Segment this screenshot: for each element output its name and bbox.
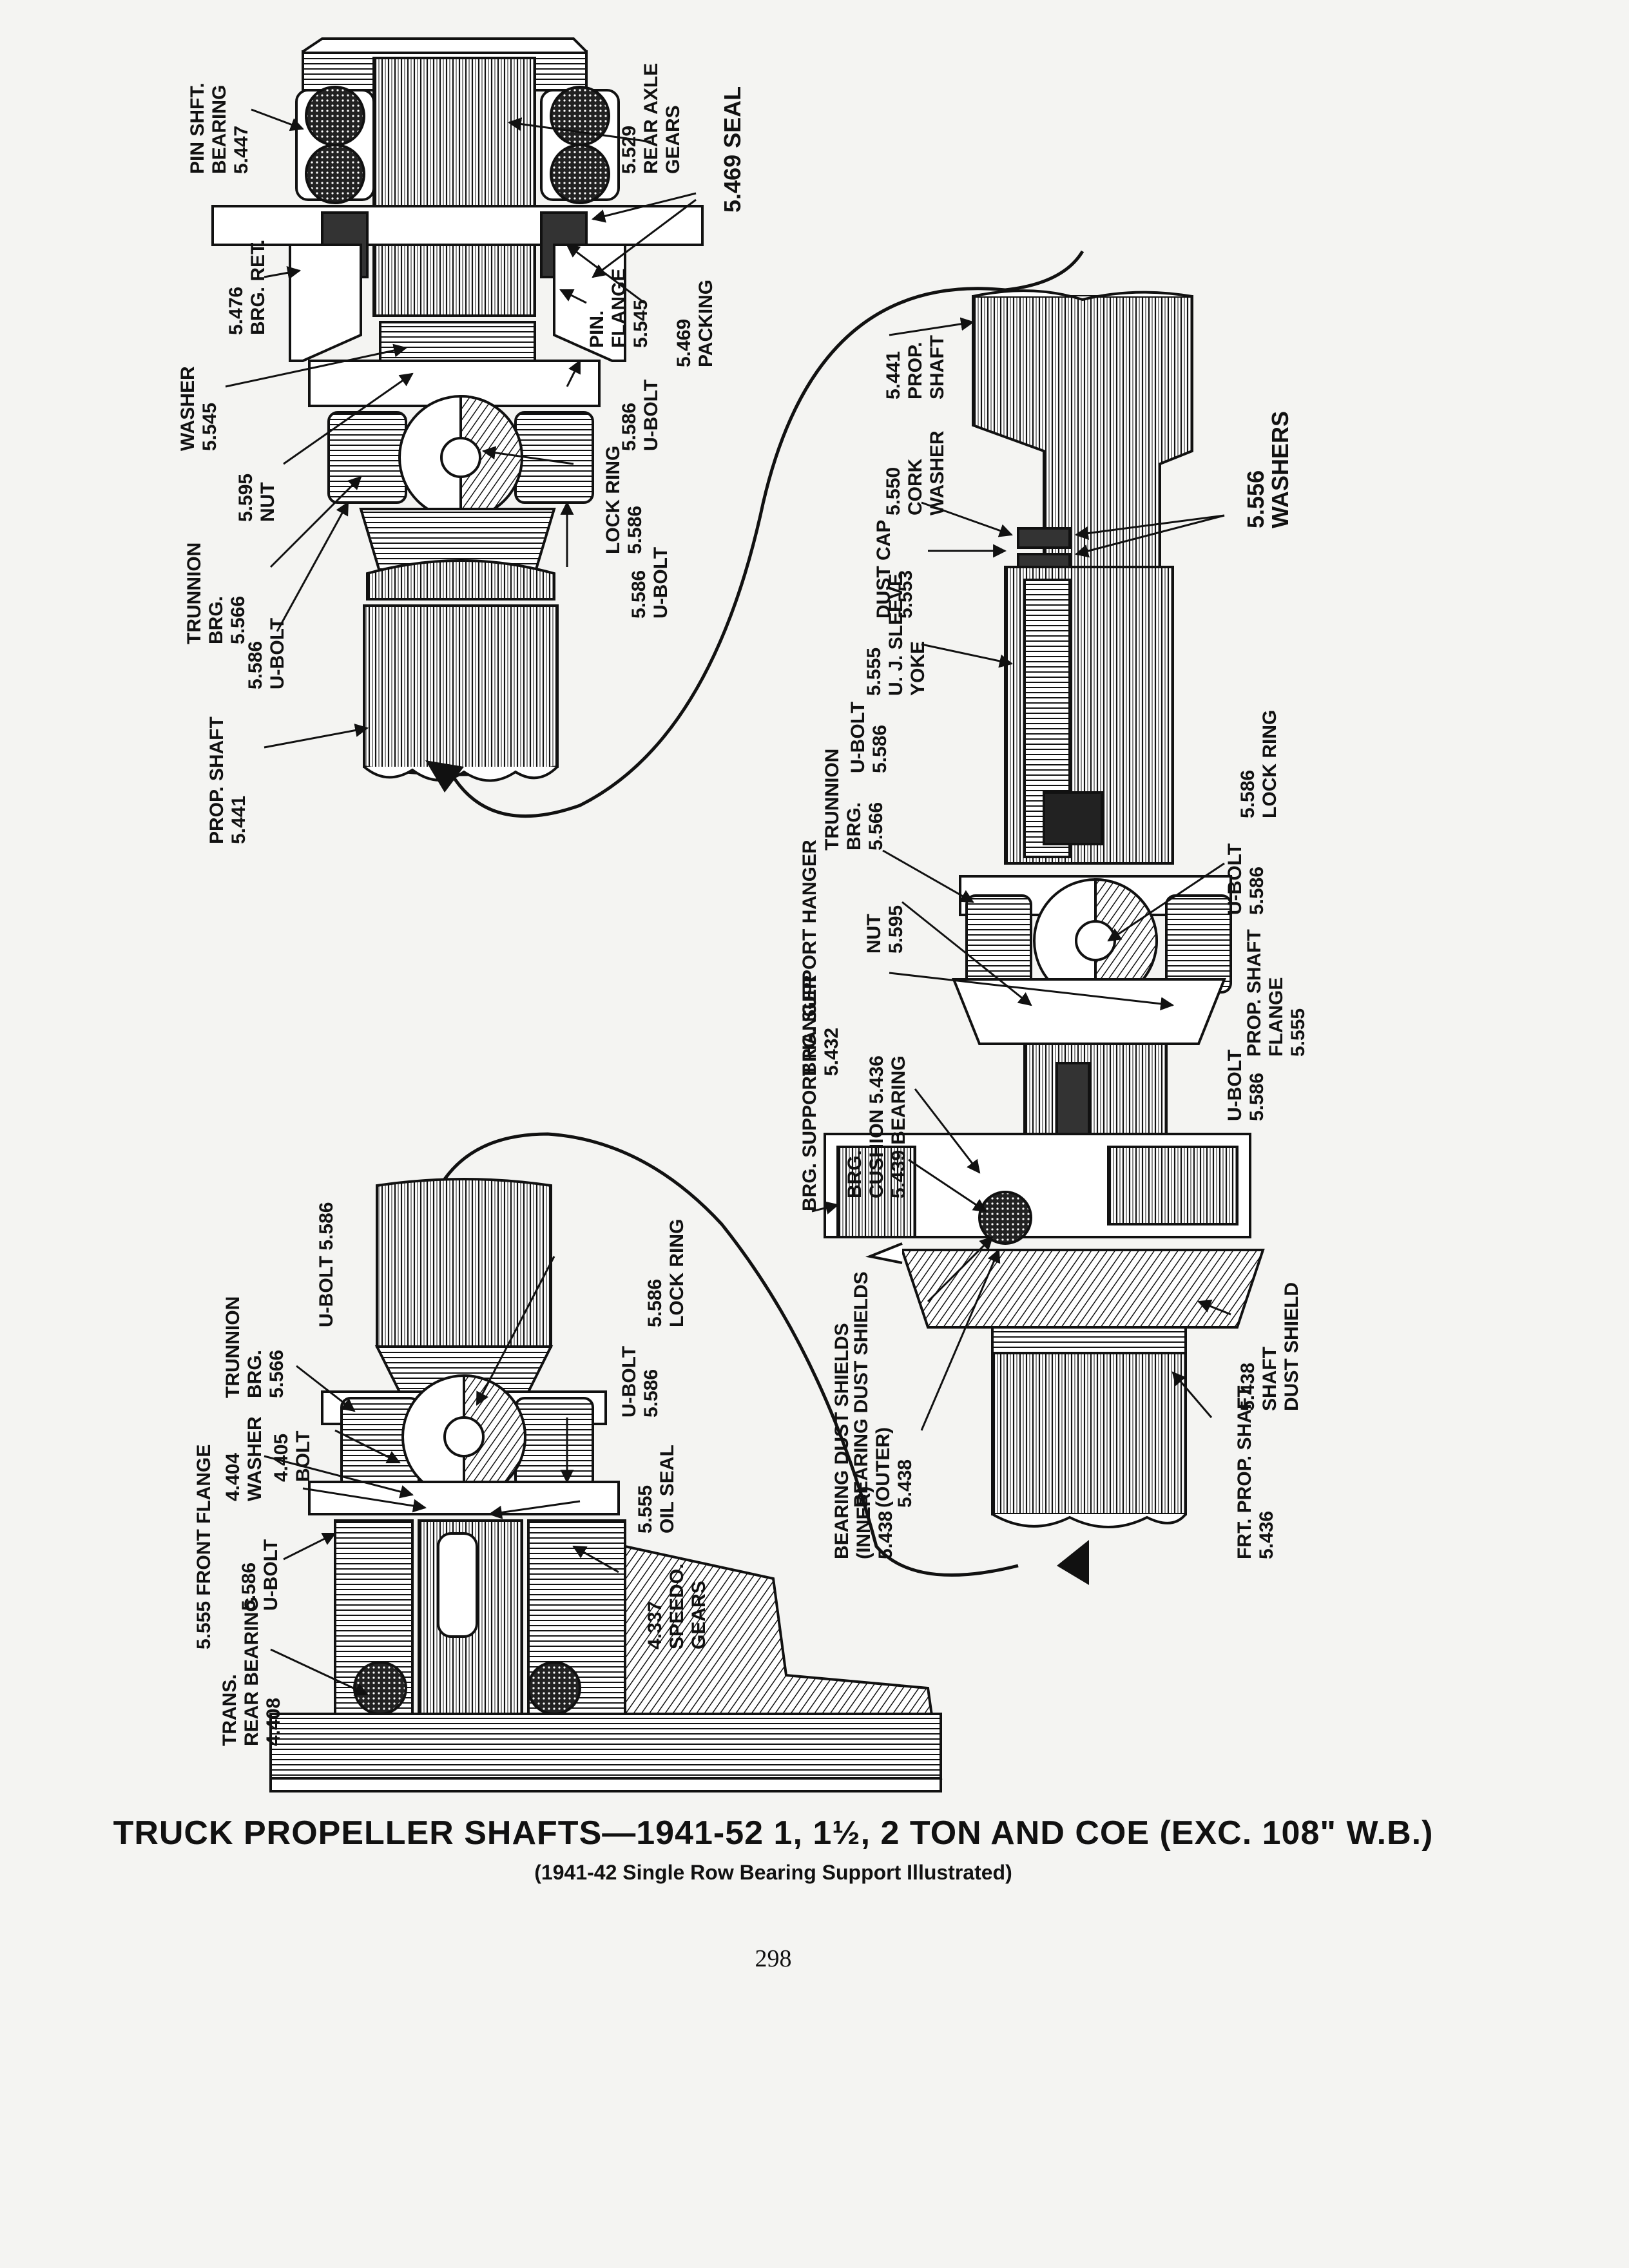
page-number: 298 (755, 1945, 792, 1972)
leader-lines (225, 108, 1231, 1696)
label-front-flange: 5.555 FRONT FLANGE (193, 1444, 215, 1649)
transmission-end-assembly (269, 1178, 943, 1792)
label-support-hanger-2: BRG. SUPPORT HANGER (799, 975, 820, 1211)
label-dust-shields-inner: BEARING DUST SHIELDS(INNER)5.438 (831, 1323, 896, 1559)
figure-caption-subtitle: (1941-42 Single Row Bearing Support Illu… (534, 1861, 1012, 1884)
rear-axle-assembly (211, 37, 704, 782)
label-u-bolt-bottom-1: U-BOLT 5.586 (316, 1202, 337, 1328)
connector-arrow-1 (449, 250, 1084, 818)
figure-caption-title: TRUCK PROPELLER SHAFTS—1941-52 1, 1½, 2 … (113, 1814, 1434, 1852)
label-seal: 5.469 SEAL (719, 86, 746, 213)
connector-arrow-2 (443, 1132, 1019, 1577)
